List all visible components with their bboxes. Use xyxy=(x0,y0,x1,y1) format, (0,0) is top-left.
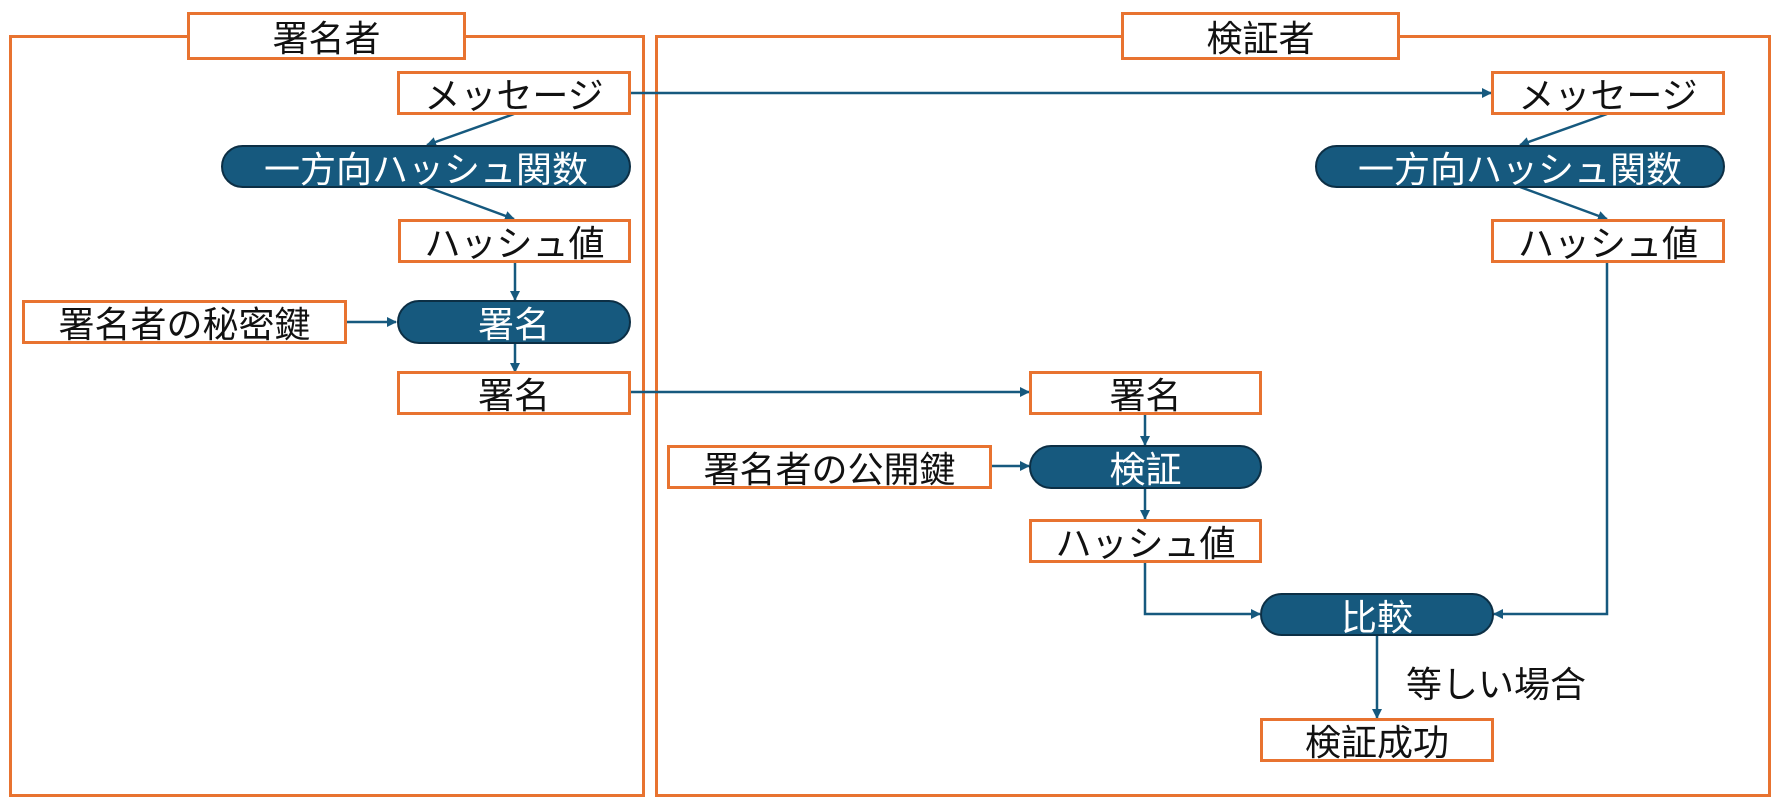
equal-condition-label: 等しい場合 xyxy=(1406,665,1587,706)
verifier-message-box: メッセージ xyxy=(1491,71,1725,117)
verifier-hash-function-process: 一方向ハッシュ関数 xyxy=(1315,145,1725,191)
verification-success-box: 検証成功 xyxy=(1260,718,1494,764)
signer-title: 署名者 xyxy=(187,12,466,60)
signer-private-key-box: 署名者の秘密鍵 xyxy=(22,300,347,346)
signer-signature-box: 署名 xyxy=(397,371,631,417)
compare-process: 比較 xyxy=(1260,593,1494,639)
signer-hash-value-box: ハッシュ値 xyxy=(398,219,631,265)
verify-process: 検証 xyxy=(1029,445,1262,491)
decrypted-hash-value-box: ハッシュ値 xyxy=(1029,519,1262,565)
signer-hash-function-process: 一方向ハッシュ関数 xyxy=(221,145,631,191)
arrow-decrypted-hash-to-compare xyxy=(1143,562,1261,619)
verifier-public-key-box: 署名者の公開鍵 xyxy=(667,445,992,491)
signer-message-box: メッセージ xyxy=(397,71,631,117)
verifier-signature-box: 署名 xyxy=(1029,371,1262,417)
verifier-title: 検証者 xyxy=(1121,12,1400,60)
arrow-v-hash-value-to-compare xyxy=(1493,262,1609,619)
verifier-hash-value-box: ハッシュ値 xyxy=(1491,219,1725,265)
sign-process: 署名 xyxy=(397,300,631,346)
